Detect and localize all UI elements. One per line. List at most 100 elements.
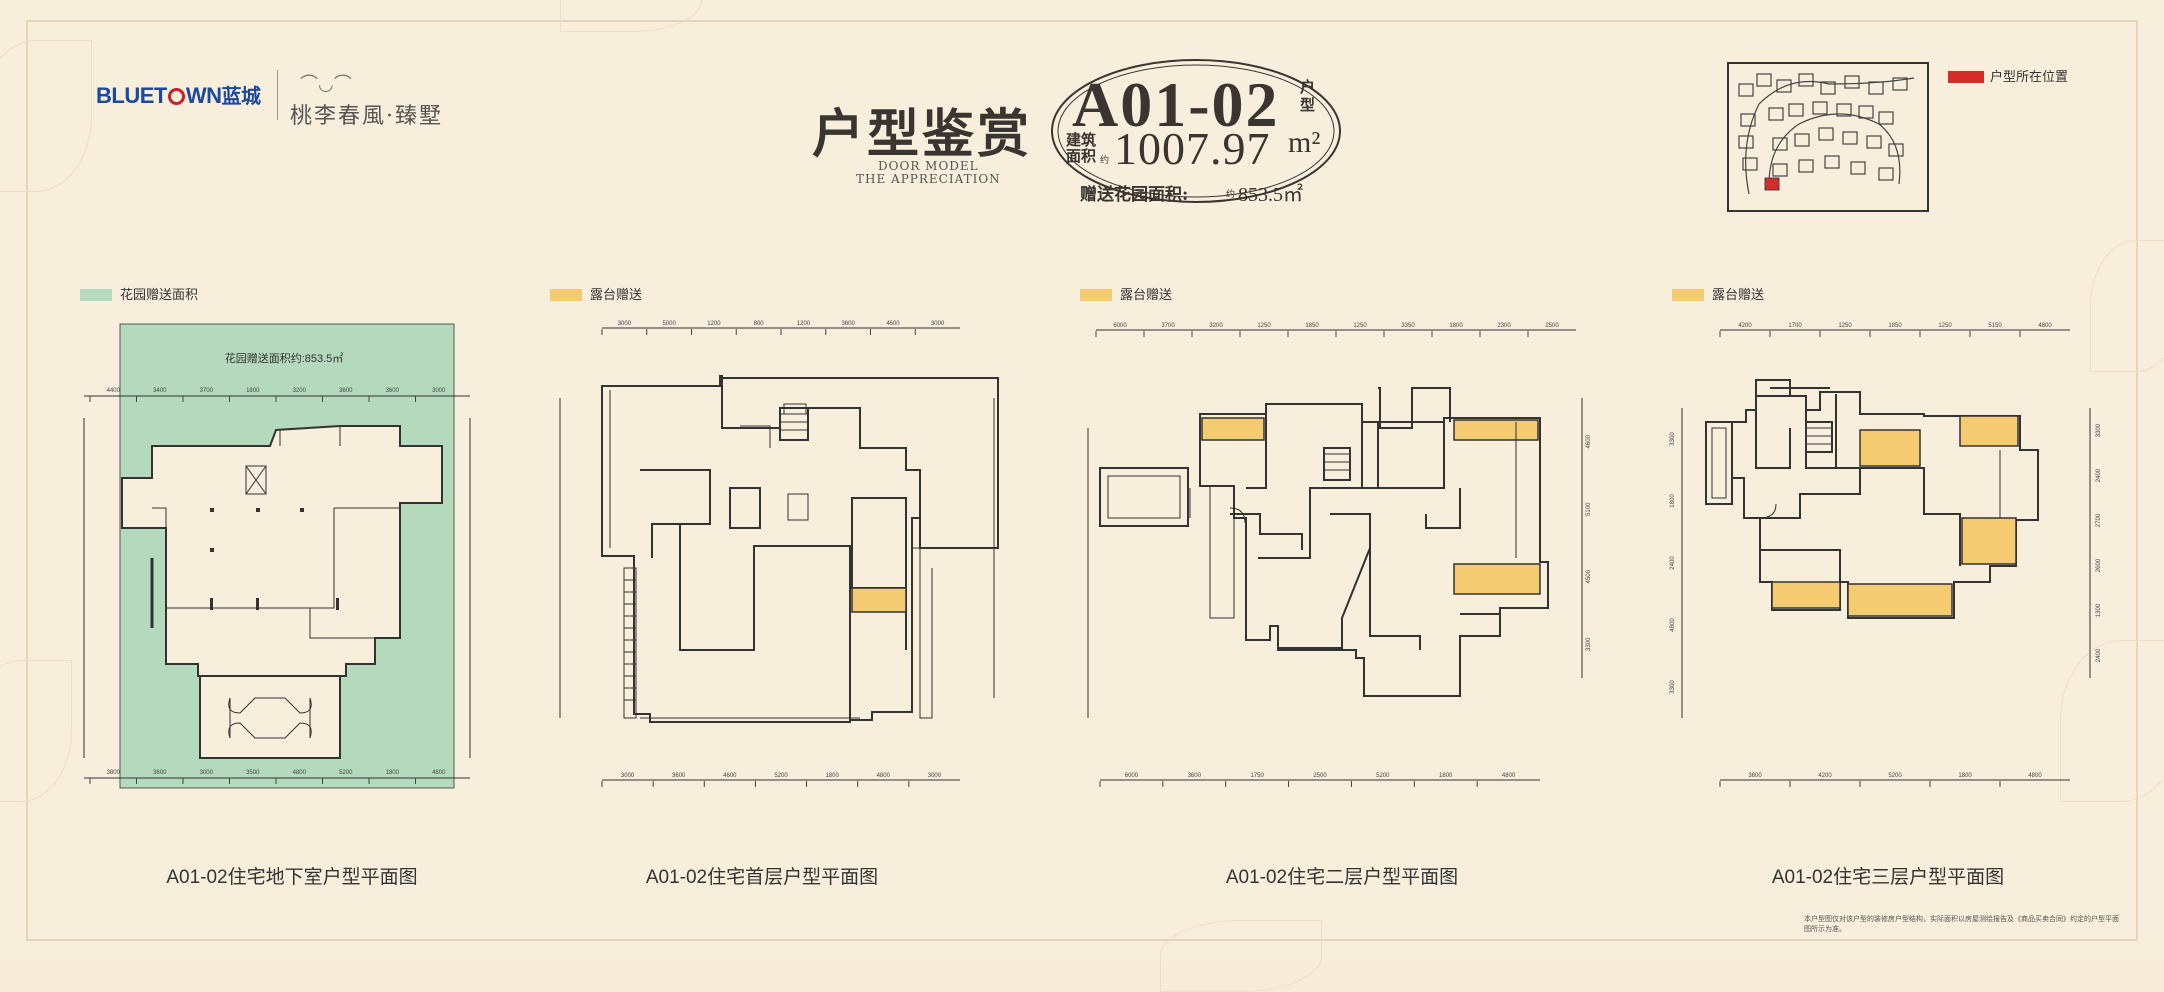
garden-swatch bbox=[80, 289, 112, 301]
dimension-label: 3500 bbox=[246, 770, 260, 776]
terrace-swatch bbox=[550, 289, 582, 301]
dimension-label: 3300 bbox=[1586, 637, 1592, 651]
dimension-label: 1850 bbox=[1888, 323, 1902, 329]
dimension-label: 2600 bbox=[2096, 558, 2102, 572]
garden-area-value: 853.5㎡ bbox=[1238, 184, 1303, 206]
dimension-label: 5150 bbox=[1988, 323, 2002, 329]
area-label: 建筑面积 bbox=[1066, 131, 1097, 165]
caption-third-floor: A01-02住宅三层户型平面图 bbox=[1771, 867, 2005, 888]
dimension-label: 3600 bbox=[1188, 773, 1202, 779]
dimension-label: 3200 bbox=[1209, 323, 1223, 329]
dimension-label: 2300 bbox=[1497, 323, 1511, 329]
dimension-label: 3600 bbox=[153, 770, 167, 776]
legend-garden: 花园赠送面积 bbox=[80, 284, 198, 303]
dimension-label: 2500 bbox=[1545, 323, 1559, 329]
dimension-label: 1250 bbox=[1838, 323, 1852, 329]
location-legend: 户型所在位置 bbox=[1948, 66, 2068, 85]
page-title: 户型鉴赏 bbox=[812, 104, 1033, 165]
caption-basement: A01-02住宅地下室户型平面图 bbox=[166, 867, 418, 888]
dimension-label: 3000 bbox=[931, 321, 945, 327]
page-subtitle: DOOR MODEL THE APPRECIATION bbox=[856, 159, 1001, 186]
dimension-label: 1800 bbox=[825, 773, 839, 779]
dimension-label: 1250 bbox=[1353, 323, 1367, 329]
terrace-area bbox=[1453, 419, 1539, 441]
second-floor-plan: 6000 3700 3200 1250 1850 1250 3350 1800 2300 2500… bbox=[1087, 323, 1592, 787]
dimension-label: 800 bbox=[754, 321, 765, 327]
dimension-label: 3600 bbox=[1748, 773, 1762, 779]
location-swatch bbox=[1948, 71, 1984, 83]
terrace-area bbox=[851, 587, 907, 613]
dimension-label: 1250 bbox=[1257, 323, 1271, 329]
dimension-label: 4800 bbox=[2038, 323, 2052, 329]
dimension-label: 4400 bbox=[107, 388, 121, 394]
terrace-area bbox=[1201, 417, 1265, 441]
right-dimension-labels: 4600 5100 4500 3300 bbox=[1586, 434, 1592, 651]
dimension-label: 4600 bbox=[723, 773, 737, 779]
dimension-label: 1700 bbox=[1788, 323, 1802, 329]
dimension-label: 1200 bbox=[707, 321, 721, 327]
dimension-label: 3000 bbox=[432, 388, 446, 394]
dimension-label: 1800 bbox=[1670, 494, 1676, 508]
dimension-label: 6000 bbox=[1113, 323, 1127, 329]
caption-ground-floor: A01-02住宅首层户型平面图 bbox=[645, 867, 879, 888]
dimension-label: 4600 bbox=[886, 321, 900, 327]
dimension-label: 2400 bbox=[1670, 556, 1676, 570]
dimension-label: 5200 bbox=[774, 773, 788, 779]
dimension-label: 3300 bbox=[2096, 423, 2102, 437]
dimension-label: 2500 bbox=[1313, 773, 1327, 779]
terrace-area bbox=[1453, 563, 1541, 595]
dimension-label: 3000 bbox=[200, 770, 214, 776]
dimension-label: 4800 bbox=[293, 770, 307, 776]
terrace-area bbox=[1771, 581, 1841, 609]
dimension-label: 5200 bbox=[1888, 773, 1902, 779]
caption-second-floor: A01-02住宅二层户型平面图 bbox=[1225, 867, 1459, 888]
footnote: 本户型图仅对该户型的装修房户型结构，实际面积以房屋测绘报告及《商品买卖合同》约定… bbox=[1804, 916, 2119, 933]
dimension-label: 3700 bbox=[1161, 323, 1175, 329]
dimension-label: 4800 bbox=[1502, 773, 1516, 779]
terrace-area bbox=[1859, 429, 1921, 467]
dimension-label: 3600 bbox=[339, 388, 353, 394]
garden-area-approx: 约 bbox=[1226, 189, 1236, 199]
dimension-label: 3800 bbox=[107, 770, 121, 776]
dimension-label: 3300 bbox=[1670, 680, 1676, 694]
dimension-label: 2700 bbox=[2096, 513, 2102, 527]
area-approx: 约 bbox=[1100, 155, 1110, 165]
area-unit: m² bbox=[1288, 126, 1321, 159]
area-value: 1007.97 bbox=[1114, 123, 1271, 174]
brand-separator bbox=[277, 70, 278, 120]
legend-terrace-2: 露台赠送 bbox=[1080, 284, 1172, 303]
dimension-label: 1850 bbox=[1305, 323, 1319, 329]
dimension-label: 4600 bbox=[1586, 434, 1592, 448]
model-badge-frame bbox=[1051, 59, 1341, 203]
terrace-area bbox=[1847, 583, 1953, 617]
dimension-label: 2400 bbox=[2096, 468, 2102, 482]
dimension-label: 4800 bbox=[1670, 618, 1676, 632]
dimension-label: 5200 bbox=[339, 770, 353, 776]
terrace-swatch bbox=[1080, 289, 1112, 301]
model-code: A01-02 bbox=[1072, 69, 1280, 140]
garden-area-label: 赠送花园面积: bbox=[1080, 185, 1189, 205]
dimension-label: 1800 bbox=[1449, 323, 1463, 329]
current-unit-marker bbox=[1764, 177, 1780, 191]
terrace-area bbox=[1961, 517, 2017, 565]
dimension-label: 3600 bbox=[386, 388, 400, 394]
model-suffix: 户型 bbox=[1300, 78, 1316, 114]
dimension-label: 4800 bbox=[432, 770, 446, 776]
dimension-label: 1750 bbox=[1250, 773, 1264, 779]
dimension-label: 5100 bbox=[1586, 502, 1592, 516]
dimension-label: 1800 bbox=[246, 388, 260, 394]
dimension-label: 3000 bbox=[621, 773, 635, 779]
legend-terrace-3: 露台赠送 bbox=[1672, 284, 1764, 303]
dimension-label: 3350 bbox=[1401, 323, 1415, 329]
dimension-label: 4800 bbox=[2028, 773, 2042, 779]
site-location-map bbox=[1727, 62, 1929, 212]
dimension-label: 4500 bbox=[1586, 569, 1592, 583]
dimension-label: 1800 bbox=[386, 770, 400, 776]
